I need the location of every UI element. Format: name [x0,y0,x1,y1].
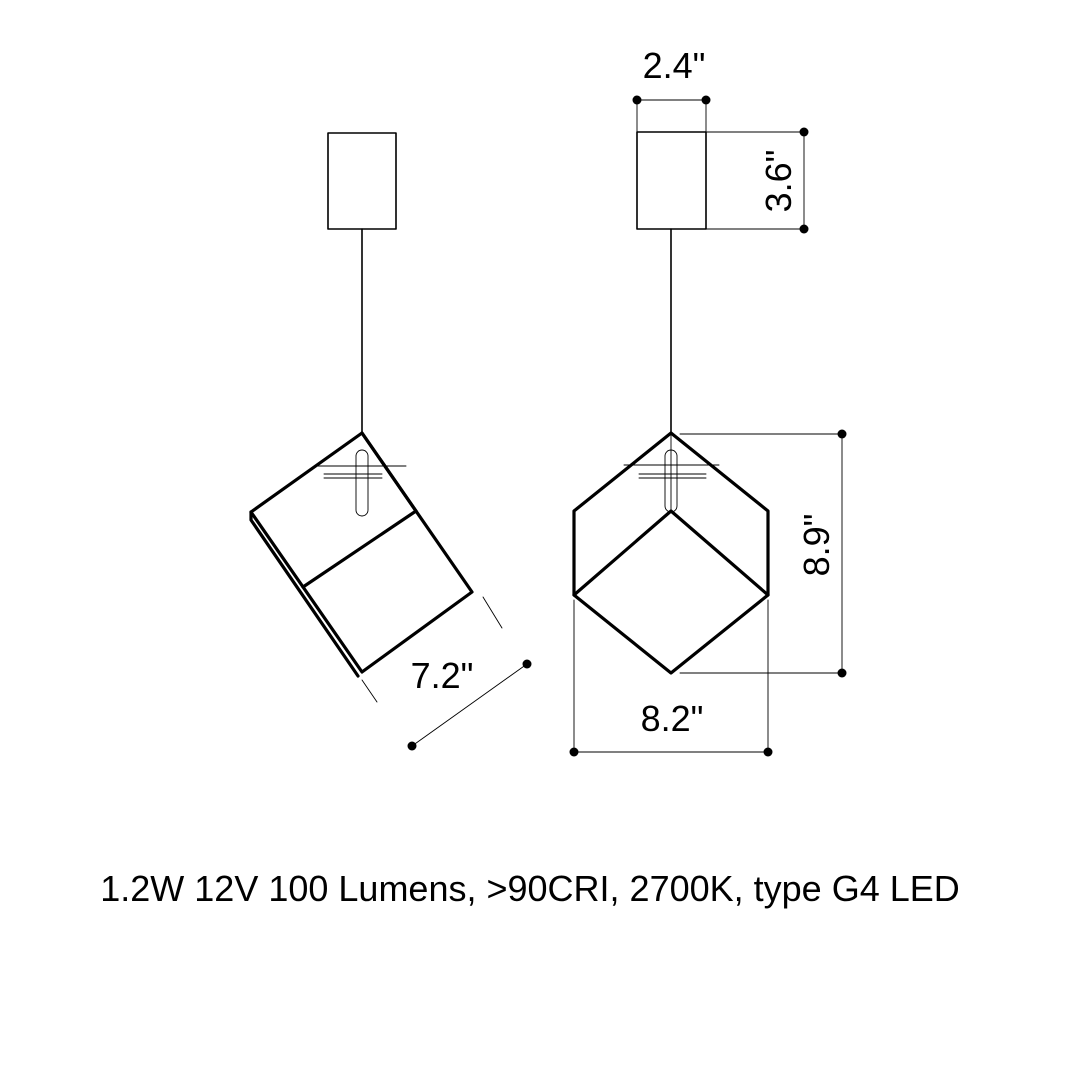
cube-height-dimension: 8.9" [679,429,847,678]
cube-height-label: 8.9" [796,514,837,577]
depth-dimension-end-dot [522,659,532,669]
depth-dimension-start-dot [407,741,417,751]
canopy-height-dimension: 3.6" [705,127,809,234]
spec-text: 1.2W 12V 100 Lumens, >90CRI, 2700K, type… [100,868,960,909]
canopy-width-label: 2.4" [643,45,706,86]
front-view-shade [572,431,770,675]
depth-label: 7.2" [411,655,474,696]
depth-dimension: 7.2" [361,596,532,751]
canopy-height-label: 3.6" [758,150,799,213]
side-view-shade [249,431,474,678]
front-view-canopy [636,131,707,230]
side-view-canopy [327,132,397,230]
cube-width-dimension: 8.2" [569,599,773,757]
front-view: 2.4" 3.6" 8.9" 8.2" [569,45,847,757]
canopy-width-dimension: 2.4" [632,45,711,133]
side-view: 7.2" [249,132,532,751]
cube-width-label: 8.2" [641,698,704,739]
